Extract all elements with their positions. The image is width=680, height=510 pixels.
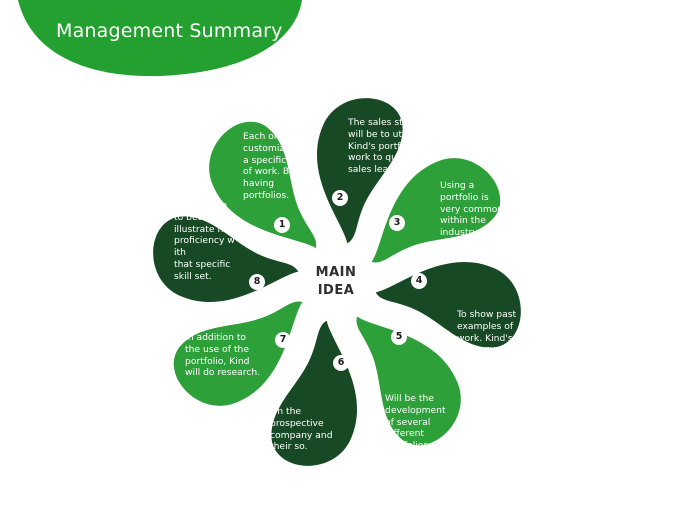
- petal-1: [209, 121, 317, 249]
- petal-4-number: 4: [411, 273, 427, 289]
- petal-2-number: 2: [332, 190, 348, 206]
- petal-7-number: 7: [275, 332, 291, 348]
- petal-6-text: On the prospective company and their so.: [270, 406, 333, 453]
- petal-8-text: Kind is able to better illustrate his pr…: [174, 200, 235, 282]
- petal-5-number: 5: [391, 329, 407, 345]
- petal-3: [371, 158, 501, 263]
- petal-3-number: 3: [389, 215, 405, 231]
- petal-6-number: 6: [333, 355, 349, 371]
- petal-1-text: Each one customized to a specific type o…: [243, 131, 310, 201]
- petal-7-text: In addition to the use of the portfolio,…: [185, 332, 261, 379]
- petal-7: [173, 301, 303, 406]
- page-title: Management Summary: [56, 20, 283, 42]
- petal-1-number: 1: [274, 217, 290, 233]
- petal-8-number: 8: [249, 274, 265, 290]
- petal-4-text: To show past examples of work. Kind's st…: [457, 309, 517, 356]
- petal-5: [356, 316, 461, 446]
- petal-5-text: Will be the development of several diffe…: [385, 393, 446, 452]
- center-label: MAIN IDEA: [315, 265, 357, 298]
- petal-2-text: The sales strategy will be to utilize Ki…: [348, 117, 440, 176]
- petal-3-text: Using a portfolio is very common within …: [440, 180, 504, 239]
- header-shape: [18, 0, 302, 77]
- petal-2: [317, 98, 403, 244]
